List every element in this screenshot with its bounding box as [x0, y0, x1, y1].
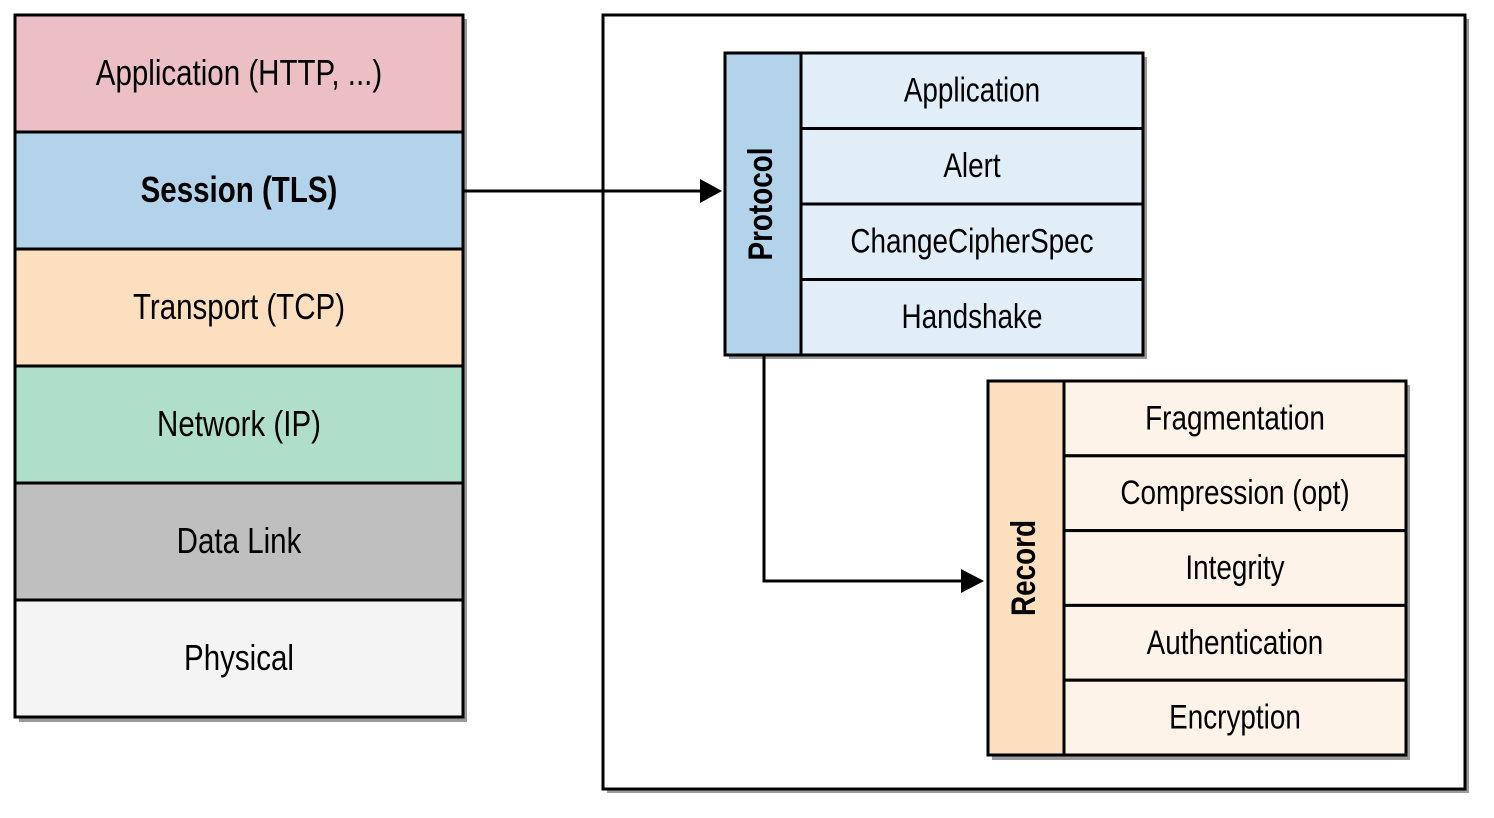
protocol-row-box [799, 278, 1145, 357]
osi-layer-box [13, 598, 465, 719]
record-row-box [1062, 529, 1408, 607]
record-row-label: Authentication [1147, 623, 1324, 661]
protocol-row: ChangeCipherSpec [799, 202, 1145, 281]
protocol-title-column [723, 51, 803, 357]
protocol-row-label: Alert [943, 147, 1001, 185]
record-row: Fragmentation [1062, 379, 1408, 458]
osi-layer-box [13, 13, 465, 134]
record-row: Compression (opt) [1062, 454, 1408, 533]
protocol-to-record-arrowhead [961, 569, 984, 593]
protocol-row-box [799, 51, 1145, 130]
osi-layer-transport-tcp: Transport (TCP) [13, 247, 465, 368]
session-to-protocol-arrowhead [700, 179, 722, 203]
protocol-row: Application [799, 51, 1145, 130]
record-row-label: Fragmentation [1145, 399, 1325, 437]
osi-layer-session-tls: Session (TLS) [13, 130, 465, 251]
osi-layer-label: Network (IP) [157, 403, 321, 443]
osi-layer-application-http: Application (HTTP, ...) [13, 13, 465, 134]
osi-layer-label: Physical [184, 637, 294, 677]
record-row-label: Encryption [1169, 698, 1301, 736]
protocol-to-record-connector [762, 355, 964, 583]
osi-layer-box [13, 364, 465, 485]
record-row-box [1062, 678, 1408, 757]
protocol-row: Alert [799, 127, 1145, 206]
osi-layer-physical: Physical [13, 598, 465, 719]
protocol-row: Handshake [799, 278, 1145, 357]
protocol-row-label: Application [904, 71, 1040, 109]
protocol-row-box [799, 202, 1145, 281]
protocol-block: Protocol ApplicationAlertChangeCipherSpec… [723, 51, 1147, 359]
osi-layer-data-link: Data Link [13, 481, 465, 602]
record-title-column [986, 379, 1066, 757]
protocol-title: Protocol [741, 147, 779, 260]
protocol-row-label: ChangeCipherSpec [850, 222, 1093, 260]
record-title: Record [1004, 520, 1042, 616]
osi-layer-stack: Application (HTTP, ...) Session (TLS) Tran… [13, 13, 467, 722]
osi-layer-label: Session (TLS) [141, 169, 338, 209]
record-row: Integrity [1062, 529, 1408, 607]
osi-layer-label: Data Link [177, 520, 302, 560]
protocol-row-label: Handshake [902, 298, 1043, 336]
record-row-label: Compression (opt) [1120, 474, 1349, 512]
osi-layer-network-ip: Network (IP) [13, 364, 465, 485]
record-row: Encryption [1062, 678, 1408, 757]
osi-layer-label: Transport (TCP) [133, 286, 345, 326]
osi-layer-box [13, 247, 465, 368]
record-row-label: Integrity [1185, 548, 1285, 586]
record-row-box [1062, 603, 1408, 682]
connectors [463, 179, 984, 593]
osi-layer-label: Application (HTTP, ...) [96, 52, 382, 92]
osi-layer-box [13, 481, 465, 602]
record-row: Authentication [1062, 603, 1408, 682]
